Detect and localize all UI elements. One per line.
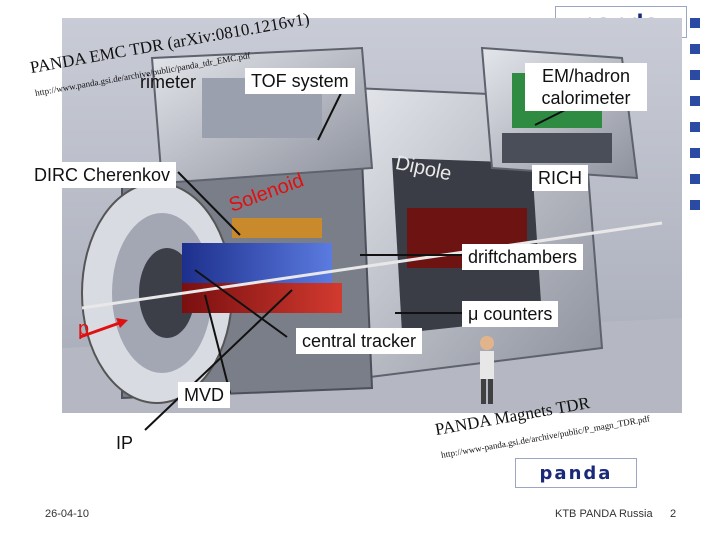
label-p: p — [78, 318, 90, 340]
bullet-square — [690, 122, 700, 132]
label-mvd: MVD — [178, 382, 230, 408]
bullet-square — [690, 18, 700, 28]
footer-date: 26-04-10 — [45, 508, 90, 520]
bullet-square — [690, 200, 700, 210]
label-rich: RICH — [532, 165, 588, 191]
label-driftchambers: driftchambers — [462, 244, 584, 270]
label-calorimeter-partial: rimeter — [140, 72, 197, 92]
label-em-hadron-calorimeter: EM/hadron calorimeter — [525, 63, 647, 111]
label-ip: IP — [110, 430, 140, 456]
logo-text: panda — [539, 462, 613, 484]
panda-logo-bottom: panda — [515, 458, 637, 488]
bullet-square — [690, 148, 700, 158]
beam-arrowhead — [116, 318, 128, 328]
tof-pointer — [317, 84, 346, 141]
bullet-square — [690, 174, 700, 184]
bullet-square — [690, 44, 700, 54]
label-mu-counters: μ counters — [462, 301, 559, 327]
mvd-pointer — [204, 294, 231, 394]
bullet-square — [690, 70, 700, 80]
ip-pointer — [144, 289, 293, 431]
label-dirc-cherenkov: DIRC Cherenkov — [28, 162, 177, 188]
emhadron-pointer — [534, 109, 566, 126]
beam-arrow — [79, 319, 126, 339]
dirc-pointer — [177, 171, 241, 236]
label-tof-system: TOF system — [245, 68, 355, 94]
bullet-square — [690, 96, 700, 106]
footer-page-number: 2 — [670, 508, 677, 520]
tracker-pointer — [194, 269, 288, 338]
footer-center: KTB PANDA Russia — [555, 508, 653, 520]
label-central-tracker: central tracker — [296, 328, 423, 354]
